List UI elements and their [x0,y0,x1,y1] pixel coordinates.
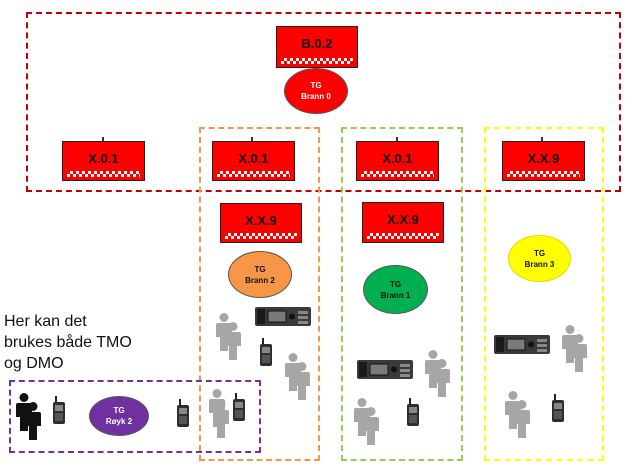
note-line: og DMO [4,355,64,372]
tg-name: Brann 0 [301,92,331,101]
unit-label: X.0.1 [238,151,269,166]
unit-label: B.0.2 [301,36,333,51]
unit-xx9-orange: X.X.9 [220,203,302,243]
person-icon [209,389,229,438]
tmo-dmo-note: Her kan det brukes både TMO og DMO [4,311,174,374]
unit-checker-band [67,171,140,177]
unit-x01-left: X.0.1 [62,141,145,181]
mobile-radio-icon [493,334,551,355]
talkgroup-brann2: TG Brann 2 [228,251,292,298]
handheld-radio-icon [177,399,189,427]
talkgroup-brann1: TG Brann 1 [363,265,428,314]
talkgroup-brann0: TG Brann 0 [284,68,348,114]
unit-label: X.0.1 [88,151,119,166]
unit-x01-orange: X.0.1 [212,141,295,181]
sector-frame-orange [199,127,320,461]
unit-xx9-green: X.X.9 [362,202,444,243]
unit-label: X.X.9 [245,213,277,228]
talkgroup-brann3: TG Brann 3 [508,235,571,282]
handheld-radio-icon [233,393,245,421]
handheld-radio-icon [53,396,65,424]
tg-label: TG [254,264,266,274]
person-icon [16,393,41,440]
unit-label: X.0.1 [382,151,413,166]
person-icon [216,313,241,360]
person-icon [562,325,587,372]
tg-name: Brann 2 [245,275,275,285]
person-icon [354,398,379,445]
unit-checker-band [367,233,439,239]
unit-checker-band [361,171,434,177]
tg-name: Brann 3 [524,259,555,269]
talkgroup-royk2: TG Røyk 2 [89,396,149,436]
unit-checker-band [225,233,297,239]
sector-frame-green [341,127,463,461]
person-icon [285,353,310,400]
handheld-radio-icon [407,398,419,426]
smoke-frame-purple [9,380,261,453]
unit-checker-band [281,58,353,64]
note-line: Her kan det [4,313,87,330]
handheld-radio-icon [260,338,272,366]
unit-xx9-top: X.X.9 [502,141,585,181]
unit-label: X.X.9 [527,151,560,166]
tg-label: TG [389,279,402,289]
command-frame-red [26,12,621,192]
tg-name: Røyk 2 [105,417,133,426]
tg-label: TG [533,248,546,258]
mobile-radio-icon [254,306,312,327]
unit-b02: B.0.2 [276,26,358,68]
handheld-radio-icon [552,394,564,422]
unit-label: X.X.9 [387,212,419,227]
tg-label: TG [113,406,125,415]
unit-checker-band [217,171,290,177]
note-line: brukes både TMO [4,334,132,351]
person-icon [425,350,450,397]
tg-name: Brann 1 [380,290,411,300]
sector-frame-yellow [484,127,604,461]
unit-checker-band [507,171,580,177]
tg-label: TG [310,81,322,90]
unit-x01-green: X.0.1 [356,141,439,181]
person-icon [505,391,530,438]
mobile-radio-icon [356,359,414,380]
